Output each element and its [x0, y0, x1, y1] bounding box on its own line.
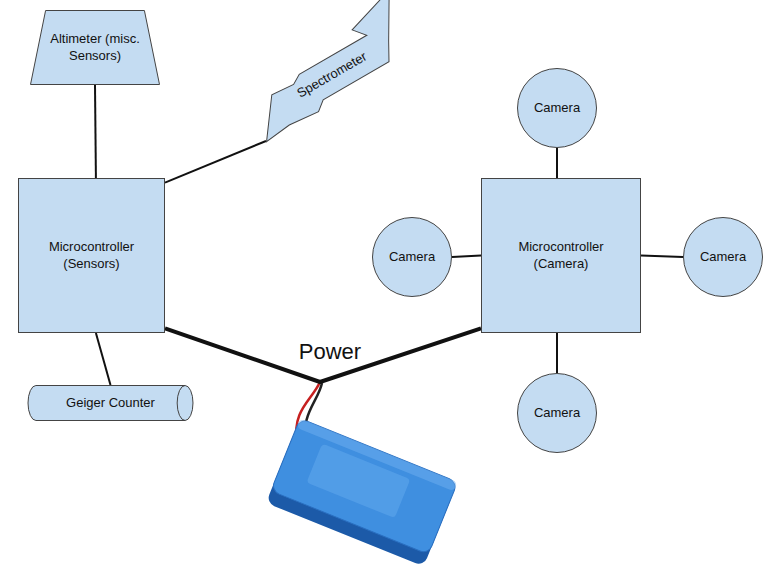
geiger-tube: Geiger Counter	[28, 385, 193, 421]
node-label: Microcontroller (Camera)	[494, 239, 629, 272]
connector-line	[556, 333, 558, 373]
node-label: Altimeter (misc. Sensors)	[45, 31, 145, 64]
camera-circle: Camera	[517, 373, 597, 453]
sensor-trapezoid: Altimeter (misc. Sensors)	[30, 10, 160, 85]
node-label: Camera	[534, 405, 580, 421]
camera-circle: Camera	[683, 217, 763, 297]
battery-top	[271, 418, 458, 554]
camera-circle: Camera	[372, 217, 452, 297]
node-label: Geiger Counter	[66, 395, 155, 411]
connector-line	[94, 85, 97, 178]
edge-label: Power	[296, 339, 364, 365]
node-label: Camera	[700, 249, 746, 265]
battery-pack	[266, 418, 458, 566]
battery-highlight	[296, 418, 457, 491]
connector-line	[165, 141, 266, 183]
power-line	[165, 328, 481, 382]
connector-line	[641, 256, 683, 258]
node-label: Camera	[389, 249, 435, 265]
connector-line	[96, 333, 111, 385]
connector-line	[556, 148, 558, 178]
controller-box: Microcontroller (Sensors)	[18, 178, 165, 333]
node-label: Camera	[534, 100, 580, 116]
battery-sticker	[307, 444, 411, 519]
connector-line	[452, 256, 481, 258]
camera-circle: Camera	[517, 68, 597, 148]
node-label: Microcontroller (Sensors)	[29, 239, 154, 272]
controller-box: Microcontroller (Camera)	[481, 178, 641, 333]
spectrometer-bolt: Spectrometer	[232, 0, 432, 150]
